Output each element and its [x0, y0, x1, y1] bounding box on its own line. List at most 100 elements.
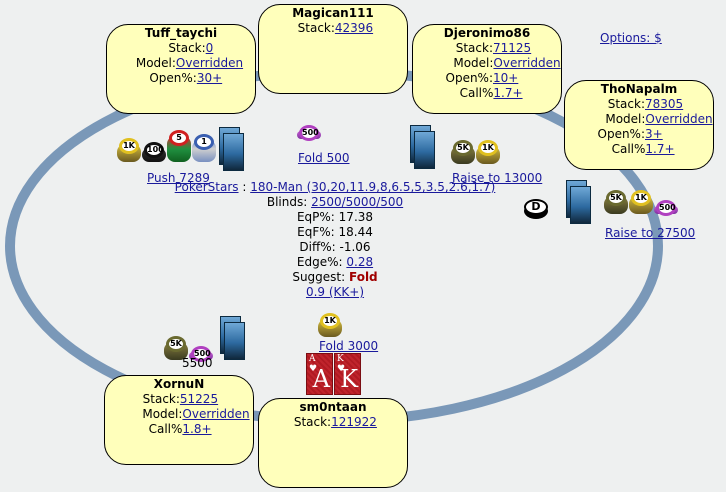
heart-icon: ♥ [309, 364, 318, 374]
chip-denomination: 1K [631, 190, 651, 206]
open-pct-link[interactable]: 3+ [645, 127, 663, 141]
chip-stack-1: 1 [192, 134, 216, 162]
model-link[interactable]: Overridden [175, 56, 244, 70]
edge-line: Edge%: 0.28 [296, 255, 374, 269]
chip-denomination: 5K [606, 190, 626, 206]
open-pct-link[interactable]: 30+ [196, 71, 223, 85]
dealer-button: D [524, 199, 548, 219]
action-magican[interactable]: Fold 500 [298, 151, 350, 165]
seat-row: Open%:30+ [149, 71, 223, 85]
seat-sm0ntaan: sm0ntaan Stack:121922 [258, 398, 408, 488]
seat-row: Call%1.7+ [459, 86, 523, 100]
model-link[interactable]: Overridden [645, 112, 713, 126]
action-sm0ntaan[interactable]: Fold 3000 [319, 339, 379, 353]
seat-row: Stack:0 [168, 41, 214, 55]
chip-stack-100: 100 [142, 142, 166, 162]
call-pct-link[interactable]: 1.7+ [645, 142, 675, 156]
chip-denomination: 1K [119, 138, 139, 154]
eqf-line: EqF%: 18.44 [297, 225, 373, 239]
stack-link[interactable]: 0 [205, 41, 214, 55]
chip-stack-1k: 1K [629, 190, 653, 214]
seat-row: Call%1.8+ [148, 422, 212, 436]
seat-row: Stack:42396 [297, 21, 374, 35]
chips-xornun: 5K 500 [164, 336, 213, 362]
stack-link[interactable]: 121922 [331, 415, 377, 429]
chip-stack-500: 500 [297, 125, 321, 141]
heart-icon: ♥ [337, 364, 346, 374]
seat-row: Stack:121922 [293, 415, 377, 429]
chip-stack-5k: 5K [164, 336, 188, 360]
stack-link[interactable]: 51225 [179, 392, 219, 406]
range-line: 0.9 (KK+) [160, 285, 510, 300]
model-link[interactable]: Overridden [493, 56, 561, 70]
seat-thonapalm: ThoNapalm Stack:78305 Model:Overridden O… [564, 80, 714, 170]
stack-link[interactable]: 42396 [334, 21, 374, 35]
seat-xornun: XornuN Stack:51225 Model:Overridden Call… [104, 375, 254, 465]
chip-stack-5: 5 [167, 130, 191, 162]
hole-card-2: K ♥ K [334, 353, 361, 395]
blinds-line: Blinds: 2500/5000/500 [266, 195, 404, 209]
chip-denomination: 5 [169, 130, 189, 146]
chip-denomination: 500 [656, 200, 676, 216]
stack-link[interactable]: 71125 [493, 41, 532, 55]
options-link[interactable]: Options: $ [600, 31, 662, 45]
bet-amount-xornun: 5500 [182, 356, 213, 370]
chip-stack-1k: 1K [476, 140, 500, 164]
chip-denomination: 5K [453, 140, 473, 156]
chip-denomination: 5K [166, 336, 186, 352]
range-link[interactable]: 0.9 (KK+) [305, 285, 365, 299]
card-backs-tuff [219, 127, 259, 173]
open-pct-link[interactable]: 10+ [493, 71, 519, 85]
seat-magican111: Magican111 Stack:42396 [258, 4, 408, 94]
chip-denomination: 1 [194, 134, 214, 150]
seat-row: Stack:71125 [455, 41, 532, 55]
chip-denomination: 1K [320, 313, 340, 329]
player-name: Tuff_taychi [144, 26, 218, 40]
seat-row: Model:Overridden [605, 112, 713, 126]
eqf-value: 18.44 [338, 225, 373, 239]
chips-magican: 500 [297, 125, 321, 141]
diff-line: Diff%: -1.06 [299, 240, 371, 254]
seat-row: Call%1.7+ [611, 142, 675, 156]
site-link[interactable]: PokerStars [174, 180, 239, 194]
chip-denomination: 100 [144, 142, 164, 158]
suggest-line: Suggest: Fold [292, 270, 378, 284]
chip-denomination: 500 [191, 346, 211, 362]
chip-stack-1k: 1K [318, 313, 342, 337]
hole-card-1: A ♥ A [306, 353, 333, 395]
structure-link[interactable]: 180-Man (30,20,11.9,8,6.5,5,3.5,2.6,1.7) [250, 180, 496, 194]
seat-row: Model:Overridden [453, 56, 561, 70]
chip-stack-500: 500 [654, 200, 678, 216]
action-tuff[interactable]: Push 7289 [147, 171, 210, 185]
suggest-value: Fold [348, 270, 378, 284]
seat-row: Stack:78305 [607, 97, 684, 111]
chips-sm0ntaan: 1K [318, 313, 342, 337]
player-name: Magican111 [292, 6, 374, 20]
card-backs-djeronimo [410, 125, 450, 171]
chip-stack-5k: 5K [604, 190, 628, 214]
chip-stack-5k: 5K [451, 140, 475, 164]
model-link[interactable]: Overridden [182, 407, 250, 421]
chip-denomination: 1K [478, 140, 498, 156]
seat-row: Model:Overridden [142, 407, 250, 421]
action-djeronimo[interactable]: Raise to 13000 [452, 171, 543, 185]
chip-stack-1k: 1K [117, 138, 141, 162]
player-name: sm0ntaan [299, 400, 367, 414]
stack-link[interactable]: 78305 [645, 97, 684, 111]
player-name: ThoNapalm [600, 82, 678, 96]
call-pct-link[interactable]: 1.7+ [493, 86, 523, 100]
seat-row: Model:Overridden [135, 56, 244, 70]
call-pct-link[interactable]: 1.8+ [182, 422, 212, 436]
player-name: XornuN [153, 377, 205, 391]
chips-djeronimo: 5K 1K [451, 140, 500, 164]
action-thonapalm[interactable]: Raise to 27500 [605, 226, 696, 240]
eqp-value: 17.38 [338, 210, 374, 224]
seat-row: Open%:3+ [597, 127, 663, 141]
seat-djeronimo86: Djeronimo86 Stack:71125 Model:Overridden… [412, 24, 562, 114]
blinds-link[interactable]: 2500/5000/500 [311, 195, 404, 209]
card-backs-xornun [220, 316, 260, 362]
edge-link[interactable]: 0.28 [346, 255, 374, 269]
seat-row: Open%:10+ [445, 71, 519, 85]
card-backs-thonapalm [566, 180, 606, 226]
chip-denomination: 500 [299, 125, 319, 141]
